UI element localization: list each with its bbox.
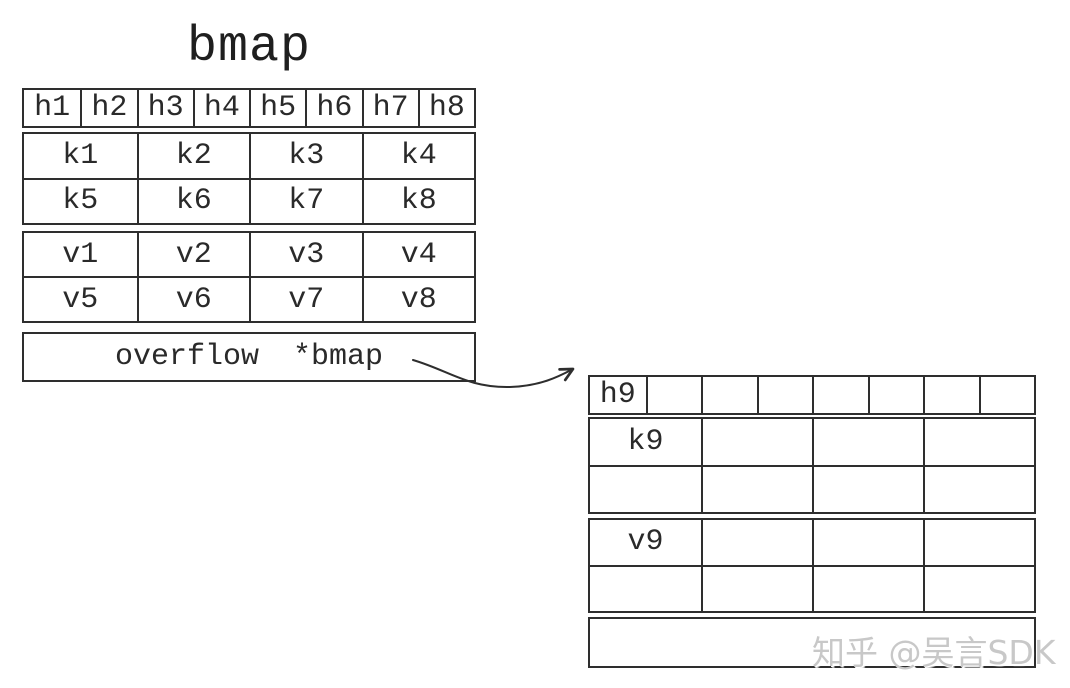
value-cell [923, 520, 1034, 565]
key-cell: k8 [361, 179, 475, 223]
value-cell: v7 [249, 278, 362, 321]
key-cell: k6 [136, 179, 250, 223]
tophash-cell [812, 377, 868, 413]
overflow-row: overflow *bmap [24, 334, 474, 380]
tophash-cell: h2 [80, 90, 136, 126]
value-cell [923, 566, 1034, 611]
values-row: v9 [590, 520, 1034, 565]
tophash-cell: h3 [136, 90, 193, 126]
tophash-cell [867, 377, 924, 413]
keys-row: k9 [590, 419, 1034, 465]
value-cell: v2 [136, 233, 250, 276]
keys-row: k5 k6 k7 k8 [24, 177, 475, 223]
tophash-cell: h6 [305, 90, 361, 126]
key-cell [701, 419, 812, 465]
bucket-main: h1 h2 h3 h4 h5 h6 h7 h8 k1 k2 k3 k4 k5 k… [22, 88, 476, 382]
value-cell: v1 [62, 237, 99, 272]
tophash-cell: h1 [34, 91, 71, 125]
value-cell: v3 [249, 233, 362, 276]
value-cell [812, 566, 923, 611]
values-row: v1 v2 v3 v4 [24, 233, 474, 276]
key-cell: k3 [249, 134, 362, 178]
tophash-row: h9 [590, 377, 1034, 413]
keys-row: k1 k2 k3 k4 [24, 134, 474, 178]
zhihu-watermark: 知乎 @吴言SDK [812, 633, 1056, 672]
value-cell: v4 [361, 233, 475, 276]
overflow-cell: overflow *bmap [24, 334, 474, 380]
values-block: v9 [588, 518, 1036, 613]
keys-block: k9 [588, 417, 1036, 514]
tophash-cell: h9 [599, 378, 636, 412]
overflow-block: overflow *bmap [22, 332, 476, 382]
tophash-cell [978, 377, 1035, 413]
tophash-block: h1 h2 h3 h4 h5 h6 h7 h8 [22, 88, 476, 128]
tophash-cell: h4 [192, 90, 249, 126]
overflow-field-label: overflow [114, 340, 259, 374]
tophash-cell: h7 [361, 90, 418, 126]
value-cell: v9 [627, 525, 664, 560]
tophash-cell: h8 [417, 90, 474, 126]
key-cell: k7 [249, 179, 362, 223]
keys-block: k1 k2 k3 k4 k5 k6 k7 k8 [22, 132, 476, 225]
value-cell [590, 567, 701, 612]
keys-row [590, 464, 1034, 513]
bucket-overflow: h9 k9 v9 [588, 375, 1036, 668]
key-cell [590, 467, 701, 513]
key-cell: k9 [627, 424, 664, 459]
values-row: v5 v6 v7 v8 [24, 276, 474, 321]
tophash-cell [645, 377, 702, 413]
tophash-cell: h5 [249, 90, 305, 126]
key-cell [812, 466, 923, 512]
tophash-cell [756, 377, 813, 413]
overflow-type-label: *bmap [293, 340, 384, 374]
value-cell: v5 [62, 282, 99, 317]
key-cell [812, 419, 923, 465]
value-cell: v6 [136, 278, 250, 321]
key-cell: k1 [62, 138, 99, 173]
key-cell [701, 466, 812, 512]
tophash-cell [701, 377, 757, 413]
value-cell: v8 [361, 278, 475, 321]
value-cell [701, 566, 812, 611]
key-cell: k5 [62, 184, 99, 219]
tophash-block: h9 [588, 375, 1036, 415]
overflow-block [588, 617, 1036, 668]
tophash-cell [923, 377, 979, 413]
values-block: v1 v2 v3 v4 v5 v6 v7 v8 [22, 231, 476, 323]
key-cell [923, 419, 1034, 465]
key-cell: k2 [136, 134, 250, 178]
key-cell: k4 [361, 134, 475, 178]
tophash-row: h1 h2 h3 h4 h5 h6 h7 h8 [24, 90, 474, 126]
key-cell [923, 466, 1034, 512]
value-cell [812, 520, 923, 565]
values-row [590, 564, 1034, 612]
diagram-title: bmap [186, 19, 312, 76]
value-cell [701, 520, 812, 565]
